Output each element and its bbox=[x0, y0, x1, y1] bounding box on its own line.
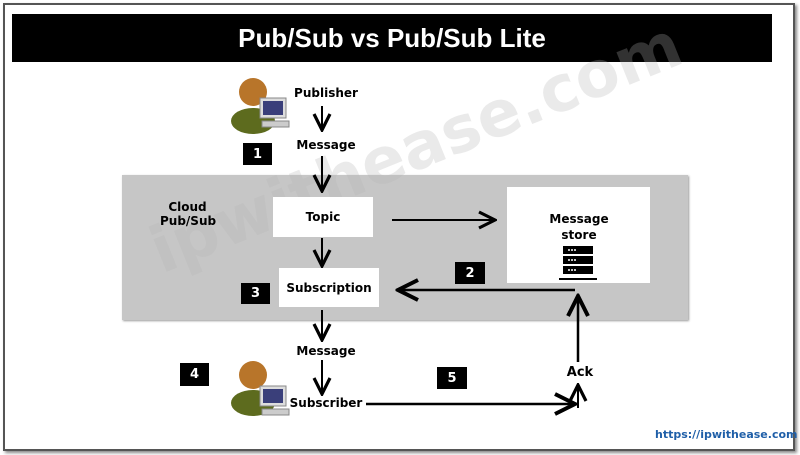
step-5-badge: 5 bbox=[437, 367, 467, 389]
subscription-box: Subscription bbox=[279, 268, 379, 307]
step-4-badge: 4 bbox=[180, 363, 209, 386]
cloud-pubsub-label: Cloud Pub/Sub bbox=[160, 200, 217, 228]
message-label-bottom: Message bbox=[296, 344, 356, 358]
step-3-badge: 3 bbox=[241, 283, 270, 304]
message-store-box: Message store bbox=[507, 187, 650, 283]
subscriber-icon bbox=[231, 361, 290, 416]
publisher-label: Publisher bbox=[294, 86, 358, 100]
server-icon bbox=[559, 246, 597, 280]
source-url[interactable]: https://ipwithease.com bbox=[655, 428, 798, 441]
step-1-badge: 1 bbox=[243, 143, 272, 165]
diagram-title: Pub/Sub vs Pub/Sub Lite bbox=[12, 14, 772, 62]
message-label-top: Message bbox=[296, 138, 356, 152]
topic-box: Topic bbox=[273, 197, 373, 237]
diagram-frame bbox=[3, 3, 795, 451]
publisher-icon bbox=[231, 78, 290, 134]
message-store-label: Message store bbox=[549, 212, 609, 242]
step-2-badge: 2 bbox=[455, 262, 485, 284]
subscriber-label: Subscriber bbox=[289, 396, 363, 410]
ack-label: Ack bbox=[566, 365, 594, 380]
